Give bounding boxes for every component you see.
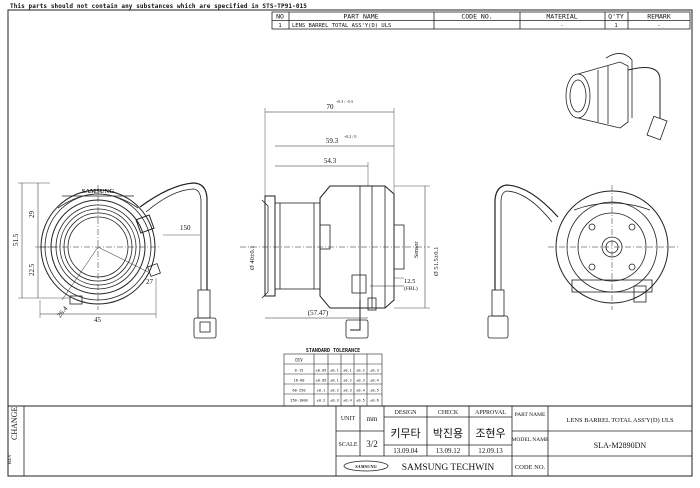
parts-cell-remark: - <box>657 23 660 29</box>
design-signature: 키무타 <box>390 427 420 440</box>
dim-cable-150: 150 <box>180 224 191 232</box>
tolerance-cell: ±0.3 <box>370 369 379 373</box>
parts-header-no: NO <box>276 13 284 21</box>
tolerance-cell: ±0.1 <box>330 369 339 373</box>
approval-date: 12.09.13 <box>478 447 503 455</box>
dim-front-27: 27 <box>146 278 154 286</box>
rear-view <box>487 184 680 339</box>
sheet-border <box>7 9 693 477</box>
part-name-value: LENS BARREL TOTAL ASS'Y(D) ULS <box>566 417 674 424</box>
company-name: SAMSUNG TECHWIN <box>402 463 495 473</box>
scale-value: 3/2 <box>366 439 378 449</box>
tolerance-cell: ±0.3 <box>343 389 352 393</box>
parts-list-table <box>271 11 691 30</box>
tolerance-cell: ±0.05 <box>316 369 327 373</box>
tolerance-header-div: DIV <box>295 358 303 363</box>
sensor-label: Sensor <box>414 242 420 258</box>
samsung-logo-mark <box>343 460 389 472</box>
parts-header-qty: Q'TY <box>608 13 624 21</box>
parts-cell-material: - <box>560 23 563 29</box>
model-name-label: MODEL NAME <box>512 437 550 443</box>
parts-header-code-no: CODE NO. <box>461 13 492 21</box>
rev-label: REV <box>8 454 13 464</box>
change-label: CHANGE <box>10 407 19 440</box>
dim-side-dia-40: Ø 40±0.1 <box>249 245 256 270</box>
tolerance-cell: 0-15 <box>295 369 304 373</box>
dim-side-57-47: (57.47) <box>308 309 329 317</box>
dim-front-45: 45 <box>94 316 102 324</box>
tolerance-cell: ±0.5 <box>356 399 365 403</box>
dim-side-70: 70 <box>327 103 335 111</box>
dim-front-22-5: 22.5 <box>28 263 36 276</box>
tolerance-cell: ±0.2 <box>330 389 339 393</box>
tolerance-cell: ±0.2 <box>317 399 326 403</box>
check-date: 13.09.12 <box>436 447 461 455</box>
parts-header-material: MATERIAL <box>546 13 577 21</box>
tolerance-cell: ±0.1 <box>330 379 339 383</box>
tolerance-cell: ±0.4 <box>343 399 352 403</box>
isometric-view <box>565 53 668 141</box>
check-signature: 박진용 <box>433 427 463 440</box>
title-block <box>8 405 692 476</box>
dim-side-59-3-tol: +0.2 / 0 <box>344 134 356 139</box>
dim-side-fbl: 12.5 <box>404 278 415 285</box>
tolerance-cell: ±0.1 <box>343 369 352 373</box>
dim-side-59-3: 59.3 <box>326 137 339 145</box>
dim-side-dia-51-5: Ø 51.5±0.1 <box>433 247 440 276</box>
tolerance-cell: ±0.3 <box>356 379 365 383</box>
parts-cell-qty: 1 <box>614 23 617 29</box>
dim-side-54-3: 54.3 <box>324 157 337 165</box>
side-view <box>240 108 430 339</box>
design-label: DESIGN <box>395 410 418 416</box>
tolerance-cell: ±0.05 <box>316 379 327 383</box>
dim-front-29: 29 <box>28 211 36 219</box>
tolerance-cell: 60-250 <box>293 389 306 393</box>
check-label: CHECK <box>438 410 459 416</box>
parts-header-remark: REMARK <box>647 13 671 21</box>
samsung-logo-text: SAMSUNG <box>355 464 378 469</box>
tolerance-cell: ±0.4 <box>370 379 379 383</box>
front-view <box>18 182 217 339</box>
model-name-value: SLA-M2890DN <box>594 441 647 450</box>
tolerance-cell: ±0.4 <box>356 389 365 393</box>
tolerance-cell: ±0.5 <box>370 389 379 393</box>
dim-front-26-4: 26.4 <box>55 304 69 319</box>
scale-label: SCALE <box>338 442 357 448</box>
dim-side-fbl-label: (FBL) <box>404 285 418 292</box>
tolerance-cell: ±0.2 <box>343 379 352 383</box>
approval-signature: 조현우 <box>475 427 505 440</box>
design-date: 13.09.04 <box>393 447 418 455</box>
unit-value: mm <box>367 415 378 423</box>
part-name-label: PART NAME <box>515 412 546 418</box>
parts-cell-part-name: LENS BARREL TOTAL ASS'Y(D) ULS <box>292 23 391 29</box>
dim-front-51-5: 51.5 <box>12 233 20 246</box>
front-logo-text: SAMSUNG <box>82 188 115 195</box>
dim-side-70-tol: +0.3 / -0.3 <box>336 99 353 104</box>
parts-header-part-name: PART NAME <box>343 13 378 21</box>
tolerance-cell: ±0.6 <box>370 399 379 403</box>
code-no-label: CODE NO. <box>515 464 546 471</box>
parts-cell-no: 1 <box>278 23 281 29</box>
substance-note: This parts should not contain any substa… <box>10 3 307 10</box>
tolerance-cell: ±0.1 <box>317 389 326 393</box>
tolerance-cell: 16-60 <box>294 379 305 383</box>
unit-label: UNIT <box>341 416 356 422</box>
tolerance-cell: ±0.2 <box>356 369 365 373</box>
tolerance-title: STANDARD TOLERANCE <box>306 348 360 354</box>
tolerance-cell: ±0.3 <box>330 399 339 403</box>
approval-label: APPROVAL <box>475 410 506 416</box>
tolerance-table <box>283 353 383 407</box>
tolerance-cell: 250-1000 <box>290 399 307 403</box>
